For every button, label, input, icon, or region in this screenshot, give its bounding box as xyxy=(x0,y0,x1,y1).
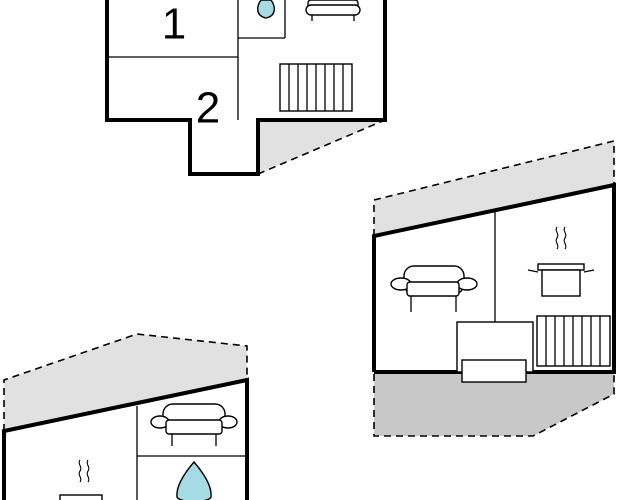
cooking-pot-icon xyxy=(527,226,595,297)
terrace-edge xyxy=(3,333,248,431)
outer-wall xyxy=(2,377,249,500)
lower-terrace-area xyxy=(374,374,614,436)
room-label-1: 1 xyxy=(162,0,186,49)
terrace-edge xyxy=(373,139,615,236)
kitchen-counter-icon xyxy=(456,321,534,383)
water-drop-icon xyxy=(176,460,212,500)
outer-wall xyxy=(372,182,616,374)
lower-terrace-edge xyxy=(373,374,615,437)
terrace-area xyxy=(4,334,247,431)
floor-plan-bottom xyxy=(2,333,249,500)
radiator-icon xyxy=(536,315,611,367)
outer-wall xyxy=(105,0,387,176)
terrace-area xyxy=(374,141,614,236)
water-drop-icon xyxy=(257,0,275,19)
floor-plan-top: 1 2 xyxy=(105,0,387,176)
terrace-area xyxy=(258,120,385,174)
floor-plan-right xyxy=(372,139,616,437)
radiator-icon xyxy=(279,63,353,112)
cooking-pot-icon xyxy=(59,459,103,500)
sofa-icon xyxy=(305,0,361,21)
room-label-2: 2 xyxy=(196,84,220,133)
sofa-icon xyxy=(390,265,478,312)
sofa-icon xyxy=(150,403,238,446)
